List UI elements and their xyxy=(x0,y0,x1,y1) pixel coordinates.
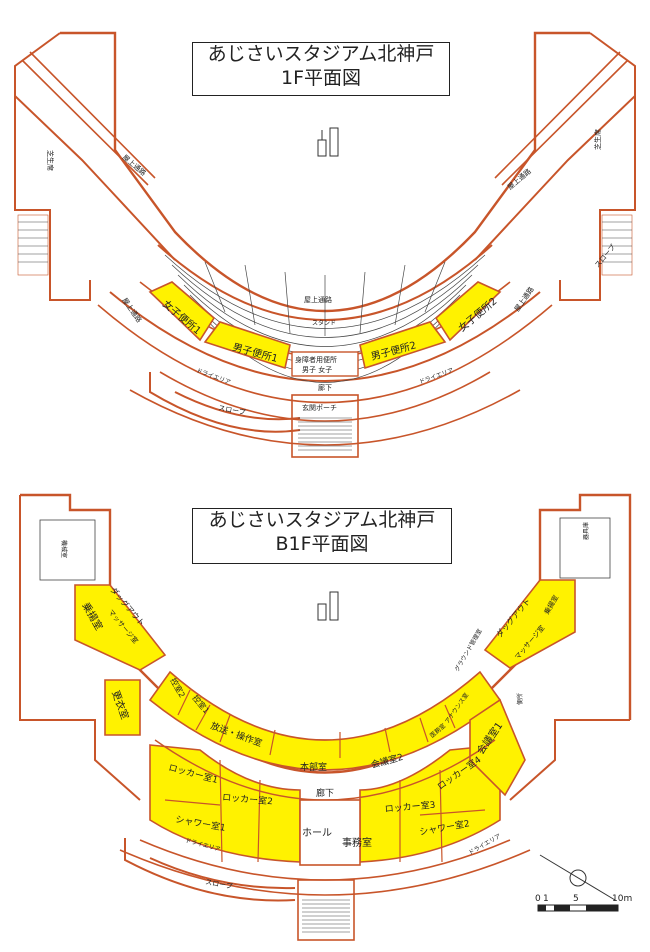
floor1-mens-toilet-2 xyxy=(359,321,447,370)
floor1-title: あじさいスタジアム北神戸 1F平面図 xyxy=(192,42,450,96)
dry-area-right-label: ドライエリア xyxy=(418,367,454,386)
b1-lower-slope xyxy=(124,838,296,902)
floor1-mens-toilet-1 xyxy=(203,321,291,370)
floor1-north-mark xyxy=(317,127,339,157)
floorb1-title-line2: B1F平面図 xyxy=(275,532,369,555)
floor1-plan: 芝生席 芝生席 屋上通路 屋上通路 屋上通路 スタンド スロープ 屋上通路 屋上… xyxy=(14,31,636,458)
b1-meeting-room-1 xyxy=(469,698,526,797)
floor1-stand-outer xyxy=(109,291,541,382)
scale-tick-5: 5 xyxy=(573,894,579,904)
slope-bottom-1f-label: スロープ xyxy=(218,404,247,417)
floorb1-title: あじさいスタジアム北神戸 B1F平面図 xyxy=(192,508,452,564)
hall-label: ホール xyxy=(302,827,332,839)
storage-label: 器具庫 xyxy=(582,522,590,540)
floor1-side-stairs xyxy=(17,214,633,276)
b1-stairs xyxy=(302,899,350,933)
floor1-womens-toilet-2 xyxy=(434,281,502,342)
rooftop-center-label: 屋上通路 xyxy=(304,295,332,304)
machine-room-label: 機械室 xyxy=(60,540,68,558)
slope-right-label: スロープ xyxy=(593,243,617,269)
corridor-b1-label: 廊下 xyxy=(316,787,334,799)
compass-icon xyxy=(539,854,616,901)
b1-north-mark xyxy=(317,591,339,621)
office-label: 事務室 xyxy=(342,836,372,849)
stand-label: スタンド xyxy=(312,319,336,327)
b1-right-side-rooms xyxy=(483,579,576,669)
floor1-title-line1: あじさいスタジアム北神戸 xyxy=(207,43,435,65)
rooftop-lower-left-label: 屋上通路 xyxy=(120,296,143,324)
floor1-stairs xyxy=(298,417,352,451)
ground-keeper-label: グラウンド管理室 xyxy=(453,627,484,673)
scale-tick-10: 10m xyxy=(612,894,632,904)
hq-label: 本部室 xyxy=(300,761,327,773)
scale-bar xyxy=(537,904,619,912)
porch-label: 玄関ポーチ xyxy=(302,403,337,412)
floor1-womens-toilet-1 xyxy=(148,281,216,342)
accessible-toilet-sub-label: 男子 女子 xyxy=(302,365,332,374)
corridor-1f-label: 廊下 xyxy=(318,383,332,392)
scale-tick-0: 0 xyxy=(535,894,541,904)
wc-right-label: 便所 xyxy=(516,693,524,705)
floor1-left-wing xyxy=(14,32,176,301)
b1-changing-room xyxy=(104,679,141,736)
dry-area-left-label: ドライエリア xyxy=(195,367,231,386)
floor1-lower-slope xyxy=(149,372,301,433)
lawn-left-label: 芝生席 xyxy=(46,150,55,171)
floor1-title-line2: 1F平面図 xyxy=(280,66,362,89)
b1-left-side-rooms xyxy=(74,584,167,671)
lawn-right-label: 芝生席 xyxy=(593,129,602,150)
scale-tick-1: 1 xyxy=(543,894,549,904)
slope-bottom-b1-label: スロープ xyxy=(205,878,234,891)
accessible-toilet-label: 身障者用便所 xyxy=(295,355,337,364)
floor1-right-wing xyxy=(474,32,636,301)
floorb1-title-line1: あじさいスタジアム北神戸 xyxy=(208,509,436,531)
